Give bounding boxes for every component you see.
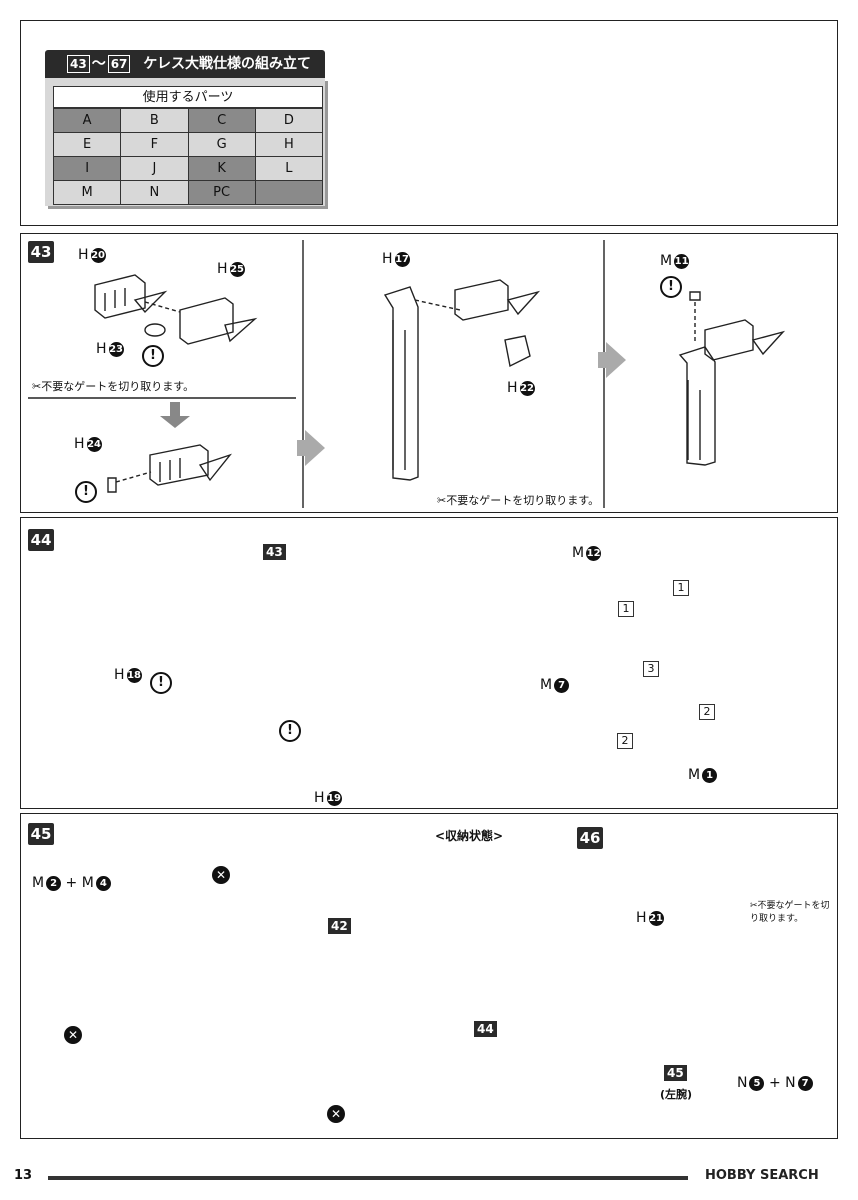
ref-42-label: 42 [328,918,351,934]
parts-heading: 使用するパーツ [53,86,323,108]
m4-badge: 4 [95,875,111,891]
h22-badge: 22 [519,380,535,396]
cut-gate-icon: ✂ [437,494,447,507]
parts-cell: N [120,180,189,205]
unused-x-icon: ✕ [64,1026,82,1044]
step-46-number: 46 [577,827,603,849]
h23-badge: 23 [108,341,124,357]
brand-watermark: HOBBY SEARCH [705,1168,819,1183]
parts-cell: B [120,108,189,133]
step-44-number: 44 [28,529,54,551]
gate-note-46: ✂不要なゲートを切り取ります。 [750,901,830,924]
h24-badge: 24 [86,436,102,452]
order-2b: 2 [699,704,715,720]
caution-icon: ! [150,672,172,694]
order-3: 3 [643,661,659,677]
caution-icon: ! [142,345,164,367]
m2-badge: 2 [46,875,62,891]
m12-badge: 12 [586,545,602,561]
parts-cell: K [187,156,256,181]
order-1a: 1 [618,601,634,617]
n5-badge: 5 [749,1075,765,1091]
order-2a: 2 [617,733,633,749]
caution-icon: ! [75,481,97,503]
footer-bar: 13 HOBBY SEARCH [0,1168,858,1188]
unused-x-icon: ✕ [327,1105,345,1123]
parts-cell: E [52,132,122,157]
h25-badge: 25 [229,261,245,277]
step-43-number: 43 [28,241,54,263]
parts-cell: A [52,108,122,133]
range-start: 43 [67,55,90,73]
m1-badge: 1 [702,767,718,783]
h20-badge: 20 [90,247,106,263]
step-45-46-panel [20,813,838,1139]
cut-gate-icon: ✂ [32,380,42,393]
parts-cell: J [120,156,189,181]
footer-line [48,1176,688,1180]
ref-43-label: 43 [263,544,286,560]
parts-cell: I [52,156,122,181]
range-end: 67 [107,55,131,73]
caution-icon: ! [279,720,301,742]
step-44-panel [20,517,838,809]
parts-cell [254,180,324,205]
parts-cell: F [120,132,189,157]
ref-45-label: 45 [664,1065,687,1081]
h17-badge: 17 [394,251,410,267]
step-45-number: 45 [28,823,54,845]
stowed-state-label: <収納状態> [435,829,504,843]
n7-badge: 7 [797,1075,813,1091]
parts-cell: L [254,156,324,181]
assembly-title: ケレス大戦仕様の組み立て [143,56,312,72]
m7-badge: 7 [554,677,570,693]
left-arm-label: (左腕) [660,1088,693,1101]
gate-note-43a: ✂不要なゲートを切り取ります。 [32,380,195,393]
gate-note-43b: ✂不要なゲートを切り取ります。 [437,494,600,507]
parts-cell: H [254,132,324,157]
m11-badge: 11 [674,253,690,269]
parts-cell: PC [187,180,256,205]
page-number: 13 [10,1168,37,1183]
parts-cell: D [254,108,324,133]
cut-gate-icon: ✂ [750,901,758,911]
h21-badge: 21 [648,910,664,926]
h18-badge: 18 [126,667,142,683]
h19-badge: 19 [326,790,342,806]
parts-cell: M [52,180,122,205]
ref-44-label: 44 [474,1021,497,1037]
unused-x-icon: ✕ [212,866,230,884]
step-43-panel [20,233,838,513]
caution-icon: ! [660,276,682,298]
range-sep: ～ [91,56,106,72]
assembly-title-bar: 43～67 ケレス大戦仕様の組み立て [45,50,325,78]
parts-cell: G [187,132,256,157]
order-1b: 1 [673,580,689,596]
parts-cell: C [187,108,256,133]
